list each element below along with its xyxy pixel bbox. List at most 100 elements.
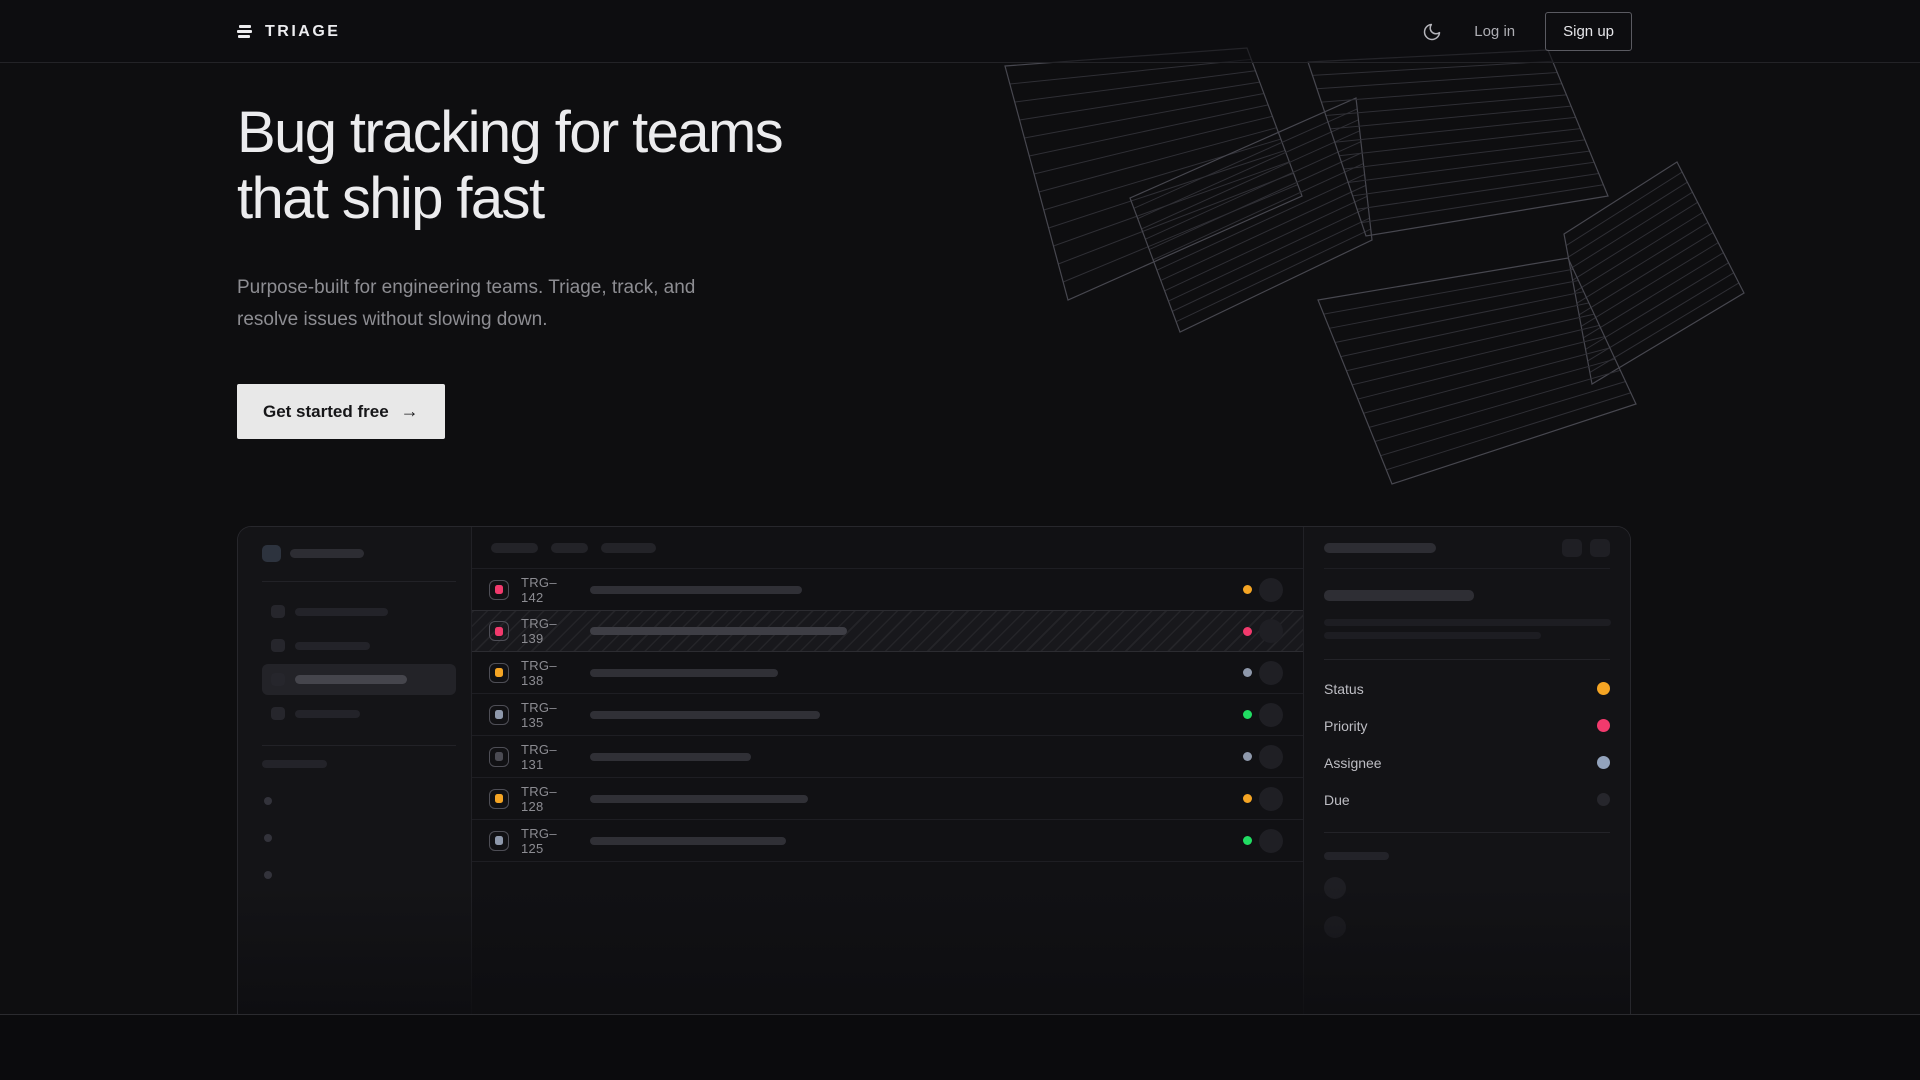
- brand-name: TRIAGE: [265, 22, 341, 40]
- priority-icon: [489, 746, 509, 767]
- hero-section: Bug tracking for teams that ship fast Pu…: [237, 100, 784, 440]
- issue-row: TRG–142: [472, 569, 1303, 611]
- property-label: Assignee: [1324, 754, 1382, 771]
- get-started-label: Get started free: [263, 401, 389, 421]
- detail-property-row: Due: [1324, 781, 1610, 818]
- filter-pill-skeleton: [601, 542, 656, 553]
- status-dot: [1243, 752, 1252, 761]
- issue-id: TRG–131: [521, 741, 557, 772]
- sidebar-item-label-skeleton: [295, 607, 388, 616]
- assignee-avatar-skeleton: [1259, 786, 1283, 811]
- status-dot: [1243, 626, 1252, 636]
- detail-action-button-skeleton: [1562, 538, 1582, 557]
- mockup-workspace-header: [262, 545, 456, 562]
- divider: [262, 581, 456, 582]
- sidebar-item-icon-skeleton: [271, 639, 285, 652]
- assignee-avatar-skeleton: [1259, 828, 1283, 853]
- assignee-avatar-skeleton: [1259, 660, 1283, 685]
- sidebar-item-skeleton: [262, 698, 456, 729]
- brand-logo-icon: [237, 25, 253, 38]
- status-dot: [1243, 794, 1252, 803]
- issue-title-skeleton: [590, 752, 751, 761]
- assignee-avatar-skeleton: [1259, 619, 1283, 643]
- property-label: Priority: [1324, 717, 1368, 734]
- activity-avatar-skeleton: [1324, 877, 1346, 899]
- sidebar-dot-skeleton: [264, 871, 272, 879]
- issue-title-skeleton: [590, 668, 778, 677]
- signup-button[interactable]: Sign up: [1545, 12, 1632, 51]
- status-dot: [1243, 836, 1252, 845]
- issue-list-header: [472, 527, 1303, 569]
- login-link[interactable]: Log in: [1474, 23, 1516, 40]
- sidebar-item-icon-skeleton: [271, 673, 285, 686]
- theme-toggle-button[interactable]: [1420, 20, 1444, 44]
- moon-icon: [1424, 23, 1441, 40]
- priority-icon: [489, 788, 509, 809]
- issue-row: TRG–125: [472, 820, 1303, 862]
- issue-row: TRG–128: [472, 778, 1303, 820]
- brand-logo[interactable]: TRIAGE: [237, 23, 340, 41]
- get-started-button[interactable]: Get started free →: [237, 384, 445, 440]
- detail-breadcrumb-skeleton: [1324, 542, 1436, 553]
- activity-label-skeleton: [1324, 852, 1389, 860]
- priority-icon: [489, 704, 509, 725]
- issue-row: TRG–138: [472, 652, 1303, 694]
- issue-id: TRG–138: [521, 657, 557, 688]
- arrow-right-icon: →: [400, 401, 419, 422]
- issue-list-column: TRG–142 TRG–139 TRG–138 TRG–135 TRG–131: [471, 527, 1304, 1015]
- issue-title-skeleton: [590, 794, 808, 803]
- issue-title-skeleton: [590, 627, 847, 635]
- issue-title-skeleton: [590, 836, 786, 845]
- issue-id: TRG–139: [521, 616, 557, 646]
- detail-header: [1324, 527, 1610, 569]
- issue-row: TRG–135: [472, 694, 1303, 736]
- issue-title-skeleton: [590, 585, 802, 594]
- detail-property-row: Assignee: [1324, 744, 1610, 781]
- issue-id: TRG–125: [521, 825, 557, 856]
- property-value-dot: [1597, 756, 1610, 769]
- issue-row: TRG–139: [472, 610, 1303, 652]
- detail-description-skeleton: [1324, 619, 1611, 626]
- sidebar-item-skeleton: [262, 596, 456, 627]
- property-value-dot: [1597, 793, 1610, 806]
- assignee-avatar-skeleton: [1259, 577, 1283, 602]
- page-footer: [0, 1014, 1920, 1080]
- status-dot: [1243, 585, 1252, 594]
- detail-description-skeleton: [1324, 632, 1541, 639]
- property-label: Status: [1324, 680, 1364, 697]
- issue-id: TRG–142: [521, 574, 557, 605]
- sidebar-item-label-skeleton: [295, 709, 360, 718]
- hero-title: Bug tracking for teams that ship fast: [237, 100, 784, 232]
- priority-icon: [489, 579, 509, 600]
- filter-pill-skeleton: [491, 542, 538, 553]
- detail-title-skeleton: [1324, 590, 1474, 601]
- sidebar-dot-skeleton: [264, 834, 272, 842]
- priority-icon: [489, 662, 509, 683]
- status-dot: [1243, 710, 1252, 719]
- issue-id: TRG–128: [521, 783, 557, 814]
- sidebar-item-skeleton: [262, 630, 456, 661]
- property-label: Due: [1324, 791, 1350, 808]
- sidebar-item-icon-skeleton: [271, 605, 285, 618]
- assignee-avatar-skeleton: [1259, 744, 1283, 769]
- divider: [1324, 832, 1610, 833]
- mockup-sidebar: [238, 527, 471, 1015]
- sidebar-item-label-skeleton: [295, 675, 407, 684]
- detail-properties: Status Priority Assignee Due: [1324, 660, 1610, 818]
- detail-property-row: Priority: [1324, 707, 1610, 744]
- priority-icon: [489, 621, 509, 641]
- property-value-dot: [1597, 682, 1610, 695]
- issue-row: TRG–131: [472, 736, 1303, 778]
- divider: [262, 745, 456, 746]
- hero-title-line1: Bug tracking for teams: [237, 100, 784, 165]
- status-dot: [1243, 668, 1252, 677]
- hero-subtitle: Purpose-built for engineering teams. Tri…: [237, 277, 696, 331]
- priority-icon: [489, 830, 509, 851]
- sidebar-item-icon-skeleton: [271, 707, 285, 720]
- filter-pill-skeleton: [551, 542, 588, 553]
- detail-property-row: Status: [1324, 670, 1610, 707]
- activity-avatar-skeleton: [1324, 916, 1346, 938]
- top-nav: TRIAGE Log in Sign up: [0, 0, 1920, 63]
- sidebar-item-label-skeleton: [295, 641, 370, 650]
- issue-id: TRG–135: [521, 699, 557, 730]
